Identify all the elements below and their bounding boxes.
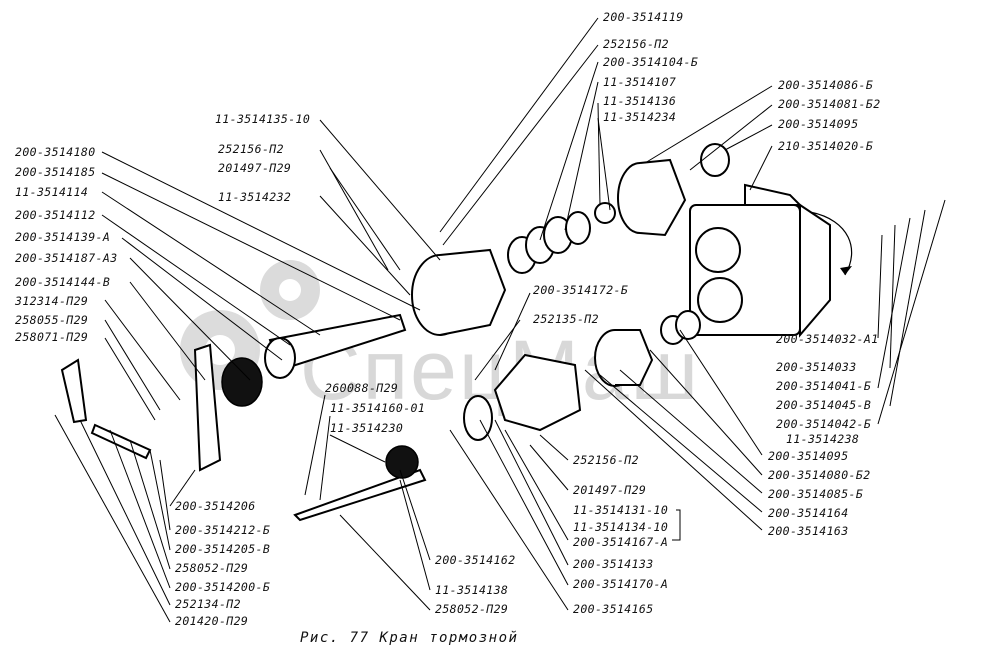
drum-part — [594, 143, 730, 237]
part-label: 200-3514133 — [573, 557, 654, 571]
part-label: 11-3514160-01 — [330, 401, 426, 415]
part-label: 200-3514119 — [603, 10, 684, 24]
part-label: 11-3514135-10 — [215, 112, 311, 126]
part-label: 312314-П29 — [15, 294, 89, 308]
housing-part — [689, 183, 831, 338]
part-label: 200-3514200-Б — [175, 580, 271, 594]
part-label: 200-3514112 — [15, 208, 96, 222]
part-label: 252156-П2 — [573, 453, 639, 467]
part-label: 200-3514144-В — [15, 275, 111, 289]
part-label: 258052-П29 — [175, 561, 249, 575]
part-label: 200-3514164 — [768, 506, 849, 520]
part-label: 200-3514172-Б — [533, 283, 629, 297]
part-label: 11-3514232 — [218, 190, 292, 204]
part-label: 200-3514206 — [175, 499, 256, 513]
part-label: 200-3514165 — [573, 602, 654, 616]
part-label: 200-3514185 — [15, 165, 96, 179]
part-label: 200-3514163 — [768, 524, 849, 538]
figure-caption: Рис. 77 Кран тормозной — [300, 630, 519, 646]
part-label: 200-3514212-Б — [175, 523, 271, 537]
part-label: 200-3514180 — [15, 145, 96, 159]
bracket-housing-part — [463, 353, 582, 441]
part-label: 260088-П29 — [325, 381, 399, 395]
part-label: 11-3514234 — [603, 110, 677, 124]
part-label: 200-3514086-Б — [778, 78, 874, 92]
part-label: 258055-П29 — [15, 313, 89, 327]
part-label: 201497-П29 — [573, 483, 647, 497]
part-label: 201420-П29 — [175, 614, 249, 628]
part-label: 200-3514042-Б — [776, 417, 872, 431]
part-label: 210-3514020-Б — [778, 139, 874, 153]
part-label: 200-3514162 — [435, 553, 516, 567]
part-label: 252135-П2 — [533, 312, 599, 326]
part-label: 11-3514238 — [786, 432, 860, 446]
part-label: 11-3514134-10 — [573, 520, 669, 534]
part-label: 11-3514138 — [435, 583, 509, 597]
part-label: 11-3514131-10 — [573, 503, 669, 517]
part-label: 258071-П29 — [15, 330, 89, 344]
part-label: 11-3514230 — [330, 421, 404, 435]
spring-part — [507, 211, 701, 345]
part-label: 200-3514081-Б2 — [778, 97, 881, 111]
part-label: 200-3514139-А — [15, 230, 111, 244]
part-label: 11-3514136 — [603, 94, 677, 108]
part-label: 11-3514114 — [15, 185, 89, 199]
part-label: 200-3514095 — [768, 449, 849, 463]
part-label: 252156-П2 — [603, 37, 669, 51]
part-label: 200-3514032-А1 — [776, 332, 879, 346]
part-label: 200-3514041-Б — [776, 379, 872, 393]
lever-part — [60, 343, 222, 472]
part-label: 200-3514085-Б — [768, 487, 864, 501]
part-label: 200-3514080-Б2 — [768, 468, 871, 482]
shaft-part — [221, 313, 427, 522]
part-label: 200-3514104-Б — [603, 55, 699, 69]
part-label: 200-3514170-А — [573, 577, 669, 591]
part-label: 200-3514045-В — [776, 398, 872, 412]
part-label: 200-3514187-А3 — [15, 251, 118, 265]
part-label: 200-3514167-А — [573, 535, 669, 549]
part-label: 11-3514107 — [603, 75, 677, 89]
part-label: 252134-П2 — [175, 597, 241, 611]
middle-housing-part — [411, 248, 507, 336]
part-label: 200-3514205-В — [175, 542, 271, 556]
piston-part — [594, 329, 654, 387]
part-label: 201497-П29 — [218, 161, 292, 175]
part-label: 200-3514033 — [776, 360, 857, 374]
part-label: 252156-П2 — [218, 142, 284, 156]
part-label: 200-3514095 — [778, 117, 859, 131]
part-label: 258052-П29 — [435, 602, 509, 616]
